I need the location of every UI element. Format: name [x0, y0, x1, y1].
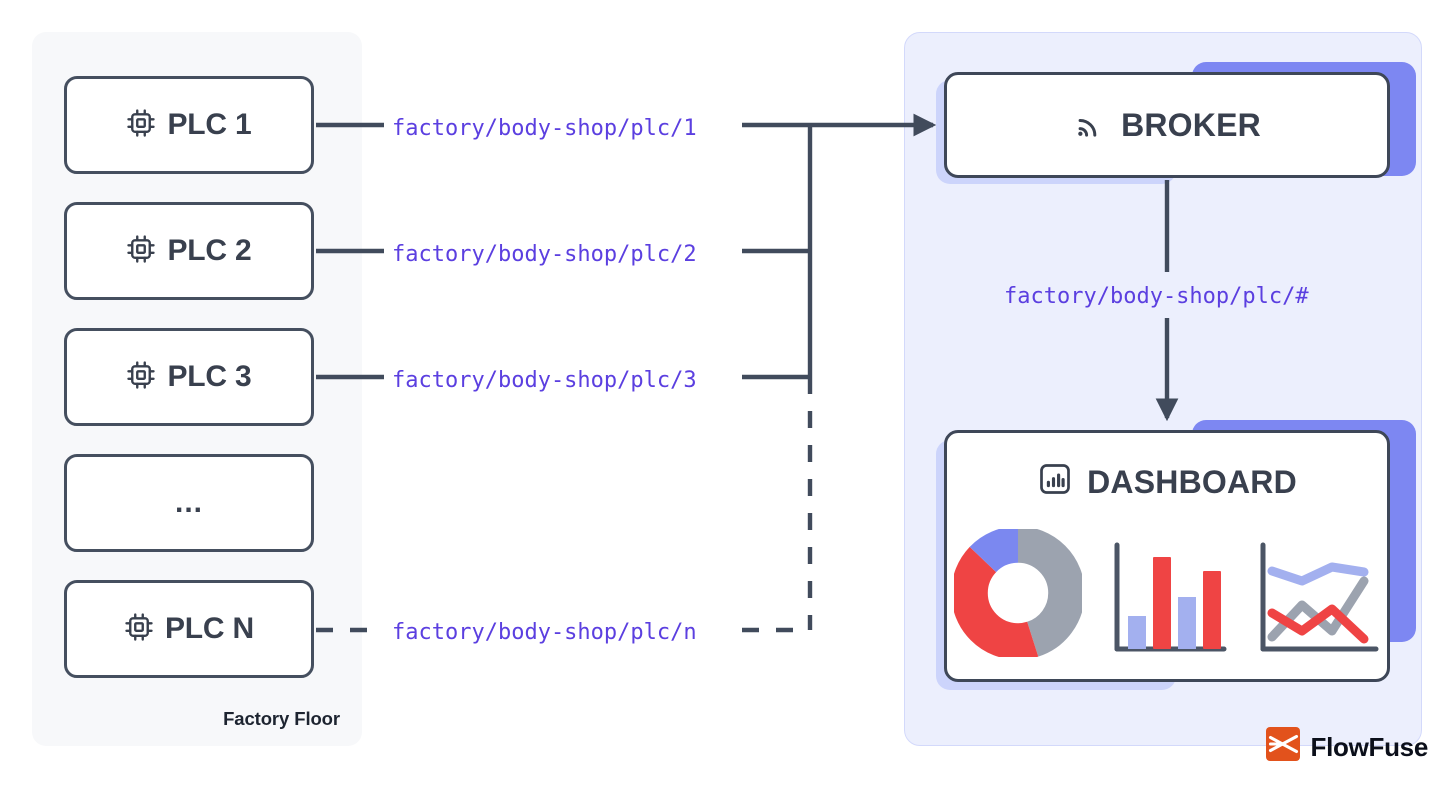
- broker-card[interactable]: BROKER: [944, 72, 1390, 178]
- plc-card-2[interactable]: PLC 2: [64, 202, 314, 300]
- plc-card-1[interactable]: PLC 1: [64, 76, 314, 174]
- plc-label: PLC N: [164, 612, 254, 645]
- topic-label-plc-2: factory/body-shop/plc/2: [392, 242, 697, 267]
- topic-label-plc-1: factory/body-shop/plc/1: [392, 116, 697, 141]
- plc-label: PLC 2: [167, 234, 252, 267]
- dashboard-title: DASHBOARD: [1087, 463, 1297, 500]
- dashboard-charts: [947, 526, 1387, 662]
- flowfuse-brand: FlowFuse: [1265, 727, 1429, 766]
- cpu-icon: [124, 612, 154, 647]
- bar-chart: [1108, 539, 1246, 662]
- plc-card-n[interactable]: PLC N: [64, 580, 314, 678]
- dashboard-header: DASHBOARD: [947, 461, 1387, 502]
- broker-header: BROKER: [947, 75, 1387, 175]
- plc-card-3[interactable]: PLC 3: [64, 328, 314, 426]
- line-chart: [1254, 539, 1380, 662]
- flowfuse-brand-name: FlowFuse: [1310, 731, 1429, 762]
- factory-floor-caption: Factory Floor: [223, 708, 340, 729]
- dashboard-card[interactable]: DASHBOARD: [944, 430, 1390, 682]
- topic-label-plc-n: factory/body-shop/plc/n: [392, 620, 697, 645]
- ellipsis-label: ...: [174, 486, 203, 519]
- signal-icon: [1073, 106, 1107, 145]
- topic-label-subscribe: factory/body-shop/plc/#: [1004, 284, 1309, 309]
- plc-label: PLC 3: [167, 360, 252, 393]
- plc-label: PLC 1: [167, 108, 252, 141]
- bar-chart-icon: [1037, 461, 1073, 502]
- donut-chart: [951, 526, 1085, 662]
- plc-card-ellipsis: ...: [64, 454, 314, 552]
- broker-title: BROKER: [1121, 107, 1261, 143]
- cpu-icon: [126, 234, 156, 269]
- cpu-icon: [126, 108, 156, 143]
- cpu-icon: [126, 360, 156, 395]
- flowfuse-logo-icon: [1265, 727, 1300, 766]
- topic-label-plc-3: factory/body-shop/plc/3: [392, 368, 697, 393]
